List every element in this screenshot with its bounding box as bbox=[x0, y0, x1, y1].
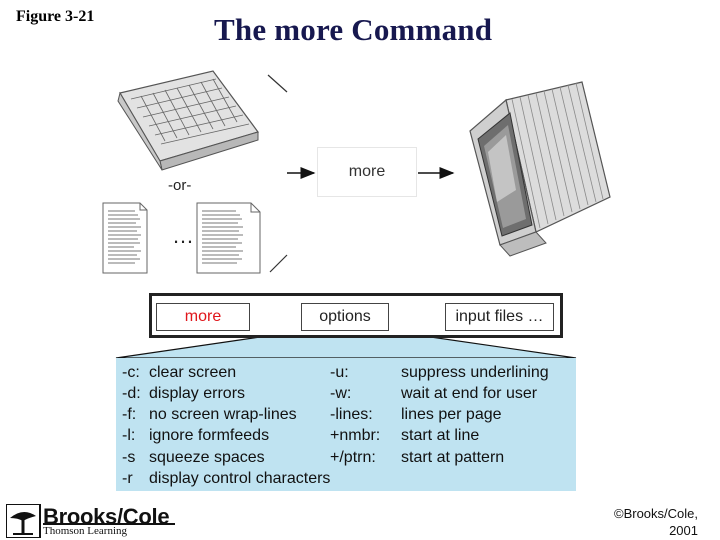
page-title: The more Command bbox=[214, 12, 493, 47]
copyright-year: 2001 bbox=[669, 523, 698, 538]
option-flag: -lines: bbox=[330, 406, 373, 423]
option-desc: lines per page bbox=[401, 406, 502, 423]
command-name: more bbox=[156, 303, 250, 331]
brooks-cole-logo: Brooks/Cole Thomson Learning bbox=[6, 504, 176, 538]
option-desc: squeeze spaces bbox=[149, 449, 265, 466]
copyright-line: ©Brooks/Cole, bbox=[614, 506, 698, 521]
command-options: options bbox=[301, 303, 389, 331]
tree-icon bbox=[6, 504, 41, 538]
option-desc: start at pattern bbox=[401, 449, 505, 466]
option-flag: -r bbox=[122, 470, 133, 487]
or-label: -or- bbox=[168, 177, 192, 194]
option-flag: -w: bbox=[330, 385, 352, 402]
logo-divider bbox=[43, 523, 175, 525]
option-flag: -f: bbox=[122, 406, 137, 423]
option-desc: display errors bbox=[149, 385, 246, 402]
option-flag: -d: bbox=[122, 385, 141, 402]
document-icon-left bbox=[102, 202, 148, 274]
option-desc: suppress underlining bbox=[401, 364, 549, 381]
figure-label: Figure 3-21 bbox=[16, 8, 95, 25]
option-desc: ignore formfeeds bbox=[149, 427, 270, 444]
option-desc: start at line bbox=[401, 427, 480, 444]
monitor-icon bbox=[469, 81, 611, 257]
bracket-line-bottom bbox=[269, 254, 288, 273]
command-input-files: input files … bbox=[445, 303, 554, 331]
option-desc: wait at end for user bbox=[401, 385, 538, 402]
option-flag: -s bbox=[122, 449, 136, 466]
keyboard-icon bbox=[117, 70, 259, 171]
option-flag: -u: bbox=[330, 364, 349, 381]
option-flag: -l: bbox=[122, 427, 136, 444]
bracket-line-top bbox=[267, 74, 288, 93]
option-desc: display control characters bbox=[149, 470, 331, 487]
logo-tagline: Thomson Learning bbox=[43, 525, 128, 537]
option-desc: no screen wrap-lines bbox=[149, 406, 297, 423]
copyright-notice: ©Brooks/Cole, 2001 bbox=[614, 505, 698, 539]
more-process-box: more bbox=[318, 148, 416, 196]
document-icon-right bbox=[196, 202, 261, 274]
option-flag: -c: bbox=[122, 364, 140, 381]
option-desc: clear screen bbox=[149, 364, 237, 381]
option-flag: +nmbr: bbox=[330, 427, 381, 444]
options-panel: -c: clear screen -d: display errors -f: … bbox=[116, 358, 576, 491]
ellipsis-label: … bbox=[172, 223, 195, 248]
option-flag: +/ptrn: bbox=[330, 449, 376, 466]
